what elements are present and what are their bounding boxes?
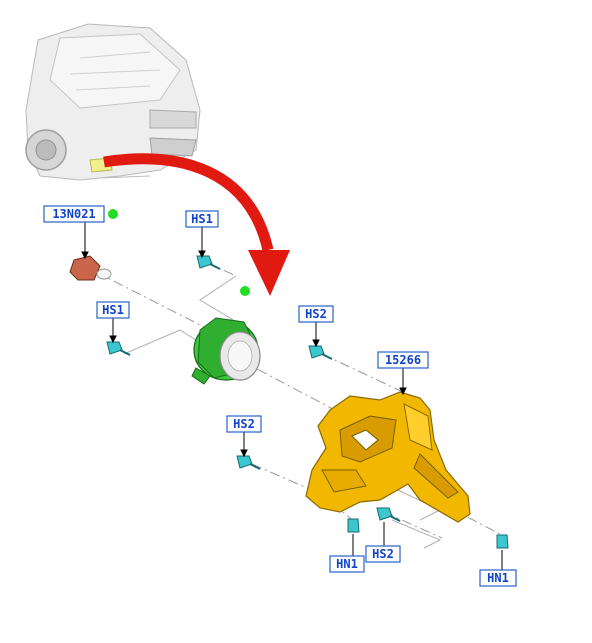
screw-hs1-left (106, 341, 131, 356)
screw-hs1-top (196, 255, 221, 270)
label-hs1-top: HS1 (185, 210, 219, 228)
fog-lamp-bracket (305, 391, 471, 523)
label-hs2-mid: HS2 (226, 415, 262, 433)
vehicle-front-illustration (25, 23, 201, 181)
label-hs1-left-text: HS1 (102, 303, 124, 317)
label-hn1-left: HN1 (329, 555, 365, 573)
screw-hs2-bottom (376, 507, 401, 522)
fog-lamp-bulb (69, 255, 112, 281)
label-hs2-bottom: HS2 (365, 545, 401, 563)
locator-arrow (103, 153, 290, 296)
label-hs1-left: HS1 (96, 301, 130, 319)
screw-hs2-upper (308, 345, 333, 360)
screw-hs2-mid (236, 455, 261, 470)
label-leader-lines (81, 222, 503, 570)
label-hs2-upper-text: HS2 (305, 307, 327, 321)
label-13N021-text: 13N021 (52, 207, 95, 221)
label-hs2-mid-text: HS2 (233, 417, 255, 431)
fog-lamp-assembly (191, 317, 261, 385)
green-dot-icon (240, 286, 250, 296)
label-13N021: 13N021 (43, 205, 105, 223)
label-hn1-right-text: HN1 (487, 571, 509, 585)
nut-hn1-right (496, 534, 509, 549)
label-hn1-right: HN1 (479, 569, 517, 587)
label-hs1-top-text: HS1 (191, 212, 213, 226)
green-dot-icon (108, 209, 118, 219)
label-hs2-bottom-text: HS2 (372, 547, 394, 561)
label-hn1-left-text: HN1 (336, 557, 358, 571)
label-hs2-upper: HS2 (298, 305, 334, 323)
nut-hn1-left (347, 518, 360, 533)
label-15266-text: 15266 (385, 353, 421, 367)
label-15266: 15266 (377, 351, 429, 369)
